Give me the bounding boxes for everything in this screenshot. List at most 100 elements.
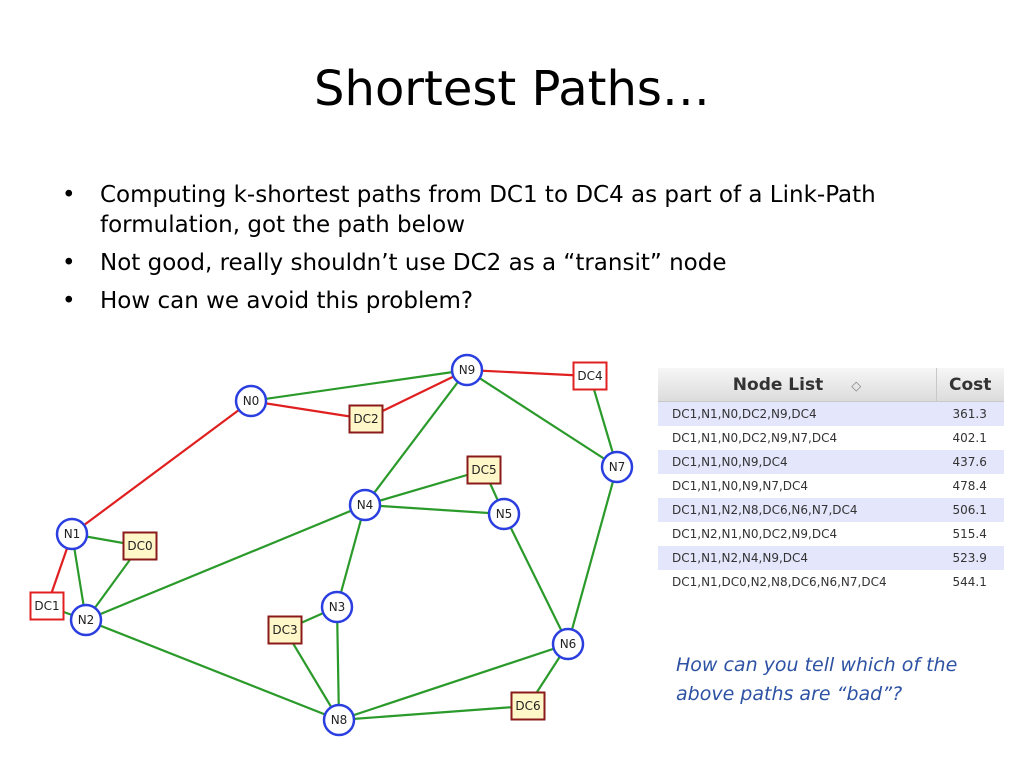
edge-n1-n0 — [71, 400, 252, 535]
edge-n4-dc5 — [364, 468, 485, 507]
edge-n6-n8 — [338, 642, 569, 722]
node-n6[interactable]: N6 — [551, 627, 585, 661]
node-label: N5 — [496, 507, 513, 521]
cost-cell: 361.3 — [936, 401, 1004, 426]
node-list-cell: DC1,N1,N0,DC2,N9,DC4 — [658, 401, 937, 426]
node-list-cell: DC1,N1,N0,DC2,N9,N7,DC4 — [658, 426, 937, 450]
node-list-header-label: Node List — [732, 374, 824, 395]
node-list-cell: DC1,N1,N2,N8,DC6,N6,N7,DC4 — [658, 498, 937, 522]
node-label: DC4 — [577, 369, 602, 383]
node-dc1[interactable]: DC1 — [29, 591, 65, 621]
cost-cell: 506.1 — [936, 498, 1004, 522]
node-n9[interactable]: N9 — [450, 353, 484, 387]
sort-arrows-icon[interactable]: ◇ — [851, 378, 862, 394]
node-list-cell: DC1,N1,N0,N9,N7,DC4 — [658, 474, 937, 498]
node-n8[interactable]: N8 — [322, 703, 356, 737]
node-n5[interactable]: N5 — [487, 497, 521, 531]
node-n1[interactable]: N1 — [55, 517, 89, 551]
cost-cell: 402.1 — [936, 426, 1004, 450]
node-label: DC6 — [515, 699, 540, 713]
router-node-shape — [322, 703, 356, 737]
bullet-text: How can we avoid this problem? — [100, 288, 474, 314]
datacenter-node-shape — [466, 455, 502, 485]
edge-n9-n4 — [364, 369, 468, 506]
router-node-shape — [487, 497, 521, 531]
router-node-shape — [348, 488, 382, 522]
node-list-cell: DC1,N1,N0,N9,DC4 — [658, 450, 937, 474]
node-label: N3 — [329, 600, 346, 614]
router-node-shape — [55, 517, 89, 551]
edge-n7-n6 — [566, 466, 619, 645]
bullet-item: • How can we avoid this problem? — [62, 286, 962, 316]
node-label: N2 — [78, 613, 95, 627]
bullet-text: Computing k-shortest paths from DC1 to D… — [100, 182, 876, 238]
node-dc2[interactable]: DC2 — [348, 404, 384, 434]
edge-n0-dc2 — [250, 399, 367, 421]
node-label: N4 — [357, 498, 374, 512]
node-label: N0 — [243, 394, 260, 408]
node-label: N8 — [331, 713, 348, 727]
node-list-cell: DC1,N1,DC0,N2,N8,DC6,N6,N7,DC4 — [658, 570, 937, 594]
node-dc3[interactable]: DC3 — [267, 615, 303, 645]
node-label: DC5 — [471, 463, 496, 477]
node-dc0[interactable]: DC0 — [122, 531, 158, 561]
column-header-cost[interactable]: Cost — [936, 368, 1004, 402]
node-label: DC1 — [34, 599, 59, 613]
datacenter-node-shape — [267, 615, 303, 645]
router-node-shape — [551, 627, 585, 661]
cost-cell: 544.1 — [936, 570, 1004, 594]
edge-n3-n8 — [335, 606, 341, 721]
cost-cell: 515.4 — [936, 522, 1004, 546]
edge-n2-n4 — [85, 503, 366, 622]
bullet-dot: • — [62, 182, 76, 208]
edge-dc3-n8 — [284, 629, 340, 721]
edge-n0-n9 — [250, 368, 468, 403]
node-label: N7 — [609, 460, 626, 474]
node-n4[interactable]: N4 — [348, 488, 382, 522]
edge-dc6-n8 — [338, 704, 529, 722]
cost-cell: 523.9 — [936, 546, 1004, 570]
node-list-cell: DC1,N2,N1,N0,DC2,N9,DC4 — [658, 522, 937, 546]
cost-header-label: Cost — [949, 374, 992, 395]
node-label: DC2 — [353, 412, 378, 426]
edge-n9-dc4 — [466, 368, 591, 378]
edges-layer — [45, 368, 619, 722]
cost-cell: 478.4 — [936, 474, 1004, 498]
node-n7[interactable]: N7 — [600, 450, 634, 484]
cost-cell: 437.6 — [936, 450, 1004, 474]
bullet-dot: • — [62, 288, 76, 314]
node-dc4[interactable]: DC4 — [572, 361, 608, 391]
router-node-shape — [450, 353, 484, 387]
node-n3[interactable]: N3 — [320, 590, 354, 624]
node-n0[interactable]: N0 — [234, 384, 268, 418]
node-n2[interactable]: N2 — [69, 603, 103, 637]
bullet-dot: • — [62, 250, 76, 276]
node-dc5[interactable]: DC5 — [466, 455, 502, 485]
datacenter-node-shape — [122, 531, 158, 561]
node-label: DC0 — [127, 539, 152, 553]
router-node-shape — [234, 384, 268, 418]
node-dc6[interactable]: DC6 — [510, 691, 546, 721]
edge-n5-n6 — [503, 513, 569, 645]
edge-n9-n7 — [466, 369, 618, 468]
column-header-node-list[interactable]: Node List ◇ — [658, 368, 937, 402]
edge-n4-n5 — [364, 503, 505, 516]
bullet-list: • Computing k-shortest paths from DC1 to… — [62, 180, 962, 324]
bullet-item: • Not good, really shouldn’t use DC2 as … — [62, 248, 962, 278]
edge-n2-n8 — [85, 618, 340, 722]
question-note: How can you tell which of the above path… — [676, 654, 958, 705]
router-node-shape — [320, 590, 354, 624]
